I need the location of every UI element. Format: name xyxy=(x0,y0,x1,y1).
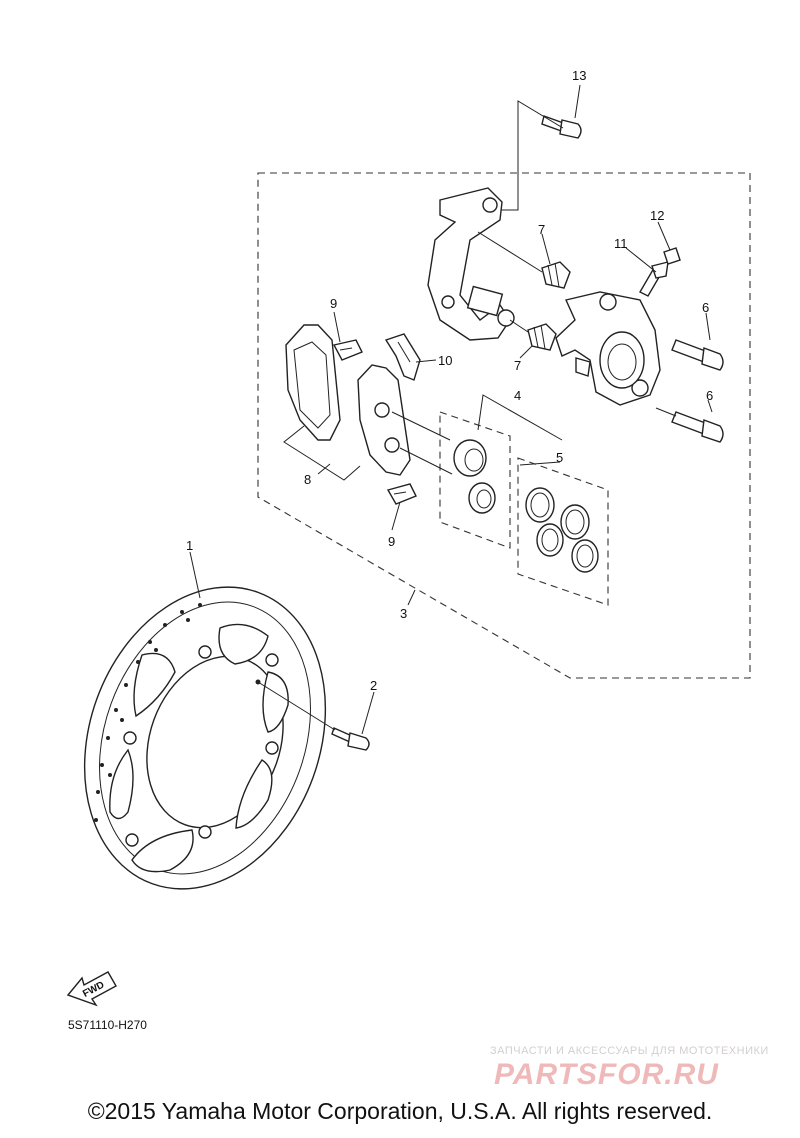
callout-5: 5 xyxy=(556,450,563,465)
slide-pin-boot-lower xyxy=(527,323,557,351)
brake-pad-outer xyxy=(285,324,341,441)
callout-9-upper: 9 xyxy=(330,296,337,311)
piston-upper xyxy=(453,439,487,477)
slide-pin-boot-upper xyxy=(541,261,571,289)
fwd-arrow-icon: FWD xyxy=(66,971,117,1007)
callout-1: 1 xyxy=(186,538,193,553)
bleed-screw xyxy=(639,261,669,297)
callout-7-upper: 7 xyxy=(538,222,545,237)
seal-kit-boundary xyxy=(517,457,609,606)
callout-7-lower: 7 xyxy=(514,358,521,373)
pad-support xyxy=(384,333,421,381)
callout-12: 12 xyxy=(650,208,664,223)
piston-seals xyxy=(525,487,599,573)
callout-8: 8 xyxy=(304,472,311,487)
caliper-bolt-lower xyxy=(671,411,724,443)
disc-bolt xyxy=(257,681,370,751)
piston-kit-boundary xyxy=(439,411,511,549)
callout-2: 2 xyxy=(370,678,377,693)
callout-11: 11 xyxy=(614,236,628,251)
caliper-mounting-bolt xyxy=(541,115,582,139)
callout-13: 13 xyxy=(572,68,586,83)
caliper-bolt-upper xyxy=(671,339,724,371)
callout-9-lower: 9 xyxy=(388,534,395,549)
diagram-code: 5S71110-H270 xyxy=(68,1018,147,1032)
callout-3: 3 xyxy=(400,606,407,621)
piston-lower xyxy=(468,482,496,514)
watermark-logo: PARTSFOR.RU xyxy=(494,1058,719,1091)
callout-6-lower: 6 xyxy=(706,388,713,403)
pad-spring-upper xyxy=(332,339,363,361)
caliper-body xyxy=(555,291,661,406)
callout-10: 10 xyxy=(438,353,452,368)
pad-spring-lower xyxy=(386,483,417,505)
callout-4: 4 xyxy=(514,388,521,403)
caliper-assembly-boundary xyxy=(257,172,751,679)
brake-pad-inner xyxy=(357,364,411,476)
callout-6-upper: 6 xyxy=(702,300,709,315)
caliper-bracket xyxy=(427,187,515,341)
bleed-screw-cap xyxy=(663,247,681,265)
brake-disc xyxy=(83,586,327,890)
copyright-notice: ©2015 Yamaha Motor Corporation, U.S.A. A… xyxy=(87,1098,713,1124)
watermark-tagline: ЗАПЧАСТИ И АКСЕССУАРЫ ДЛЯ МОТОТЕХНИКИ xyxy=(490,1045,769,1057)
